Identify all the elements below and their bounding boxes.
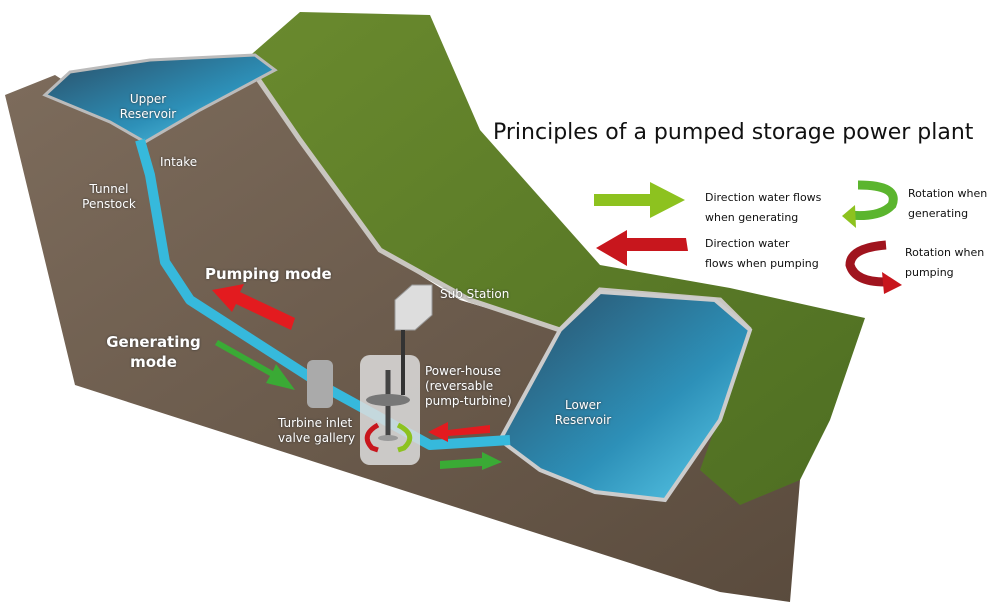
legend-generating-rotation-head — [842, 205, 856, 228]
label-power-house: Power-house (reversable pump-turbine) — [425, 364, 512, 408]
label-intake: Intake — [160, 155, 198, 169]
substation-box — [394, 284, 433, 331]
penstock-tunnel — [135, 138, 511, 450]
generating-mode-arrow — [215, 340, 295, 390]
legend-pumping-rotation-icon — [845, 240, 887, 287]
legend-pumping-flow: Direction water flows when pumping — [705, 237, 819, 270]
lower-reservoir-water — [497, 289, 753, 503]
green-rotation-icon — [396, 422, 413, 453]
runner-disc — [378, 435, 398, 441]
legend-generating-flow: Direction water flows when generating — [705, 191, 822, 224]
grass-hillside — [245, 12, 865, 505]
pumping-flow-arrow — [428, 422, 490, 442]
legend-pumping-rotation-head — [882, 272, 902, 294]
legend-generating-flow-arrow — [594, 182, 685, 218]
label-sub-station: Sub Station — [440, 287, 510, 301]
page-title: Principles of a pumped storage power pla… — [493, 120, 974, 145]
pumping-mode-arrow — [212, 284, 295, 330]
label-lower-reservoir: Lower Reservoir — [554, 398, 612, 427]
label-turbine-inlet-valve-gallery: Turbine inlet valve gallery — [278, 416, 356, 445]
legend-generating-rotation: Rotation when generating — [908, 187, 988, 220]
label-tunnel-penstock: Tunnel Penstock — [82, 182, 136, 211]
legend-pumping-flow-arrow — [596, 230, 688, 266]
legend-generating-rotation-icon — [847, 180, 898, 220]
red-rotation-icon — [364, 422, 380, 453]
legend-pumping-rotation: Rotation when pumping — [905, 246, 985, 279]
turbine-generator-disc — [366, 394, 410, 406]
label-pumping-mode: Pumping mode — [205, 265, 332, 283]
label-upper-reservoir: Upper Reservoir — [119, 92, 177, 121]
generating-flow-arrow — [440, 452, 502, 470]
upper-reservoir-water — [42, 53, 278, 144]
label-generating-mode: Generating mode — [106, 333, 201, 371]
valve-gallery — [307, 360, 333, 408]
